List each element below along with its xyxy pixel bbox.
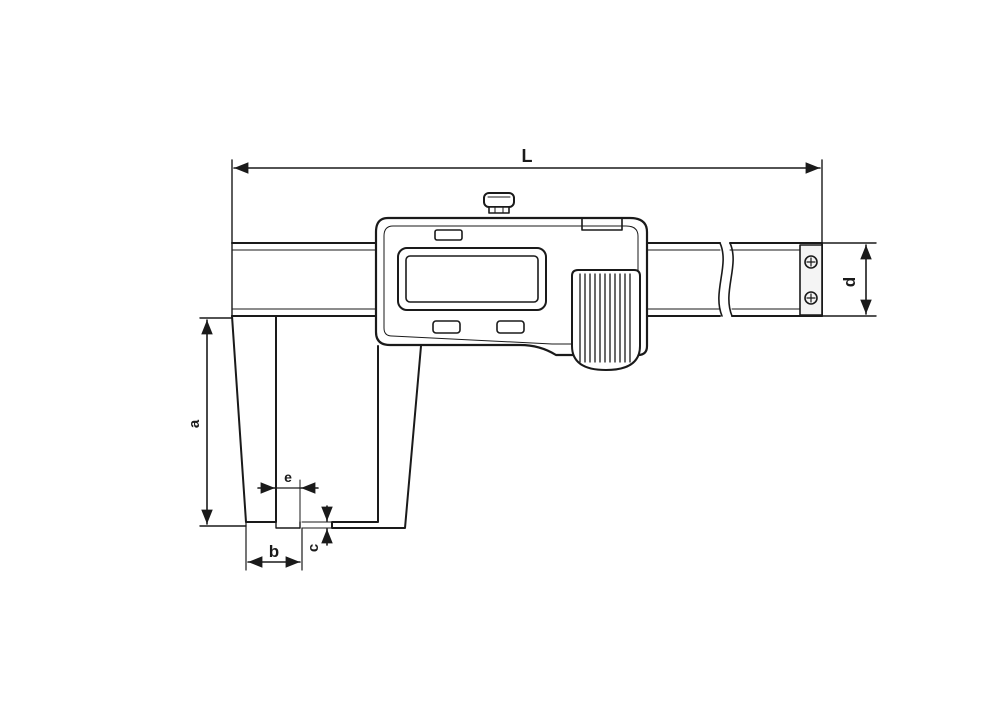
fixed-jaw xyxy=(231,159,301,529)
label-length: L xyxy=(522,146,533,166)
label-jaw-width: b xyxy=(269,542,279,561)
lcd-display xyxy=(397,247,547,311)
dimension-jaw-width xyxy=(245,521,303,571)
dimension-tip-width xyxy=(257,479,319,523)
beam-end-cap xyxy=(799,244,823,316)
label-jaw-length: a xyxy=(186,419,203,428)
dimension-depth xyxy=(821,242,877,317)
zero-button xyxy=(496,320,525,334)
screw-icon xyxy=(804,291,818,305)
screw-icon xyxy=(804,255,818,269)
dimension-tip-thickness xyxy=(301,505,339,546)
mode-button xyxy=(432,320,461,334)
dimension-jaw-length xyxy=(199,317,247,527)
label-tip-width: e xyxy=(284,469,292,485)
indicator-slot xyxy=(434,229,463,241)
dimension-length xyxy=(233,159,823,244)
caliper-beam xyxy=(231,242,823,317)
label-depth: d xyxy=(840,277,859,287)
moving-jaw xyxy=(331,345,422,529)
thumb-wheel xyxy=(571,269,641,371)
lock-screw xyxy=(483,192,515,214)
label-tip-thickness: c xyxy=(305,544,322,552)
